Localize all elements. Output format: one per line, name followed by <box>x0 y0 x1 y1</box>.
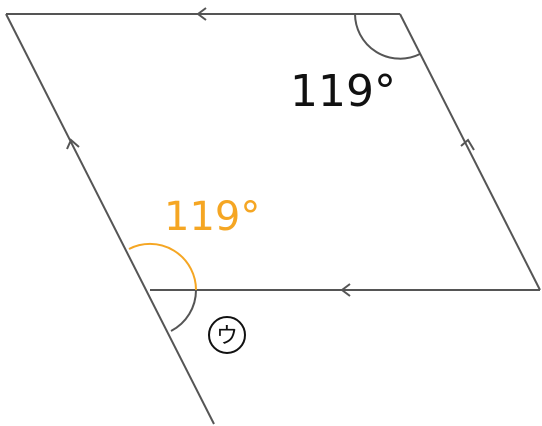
parallel-mark-left <box>66 138 80 150</box>
left-side-extended <box>5 13 215 425</box>
angle-arc-bottom-left <box>128 242 198 291</box>
exterior-angle-label-circle <box>208 316 246 354</box>
angle-arc-exterior <box>170 289 198 332</box>
angle-label-top-right: 119° <box>290 66 396 117</box>
angle-arc-top-right <box>354 13 421 60</box>
right-side <box>399 13 541 291</box>
angle-label-bottom-left: 119° <box>164 194 260 240</box>
exterior-angle-label: ウ <box>216 324 238 349</box>
parallel-mark-bottom <box>340 283 351 297</box>
parallel-mark-right <box>460 138 475 151</box>
parallel-mark-top <box>196 7 207 21</box>
